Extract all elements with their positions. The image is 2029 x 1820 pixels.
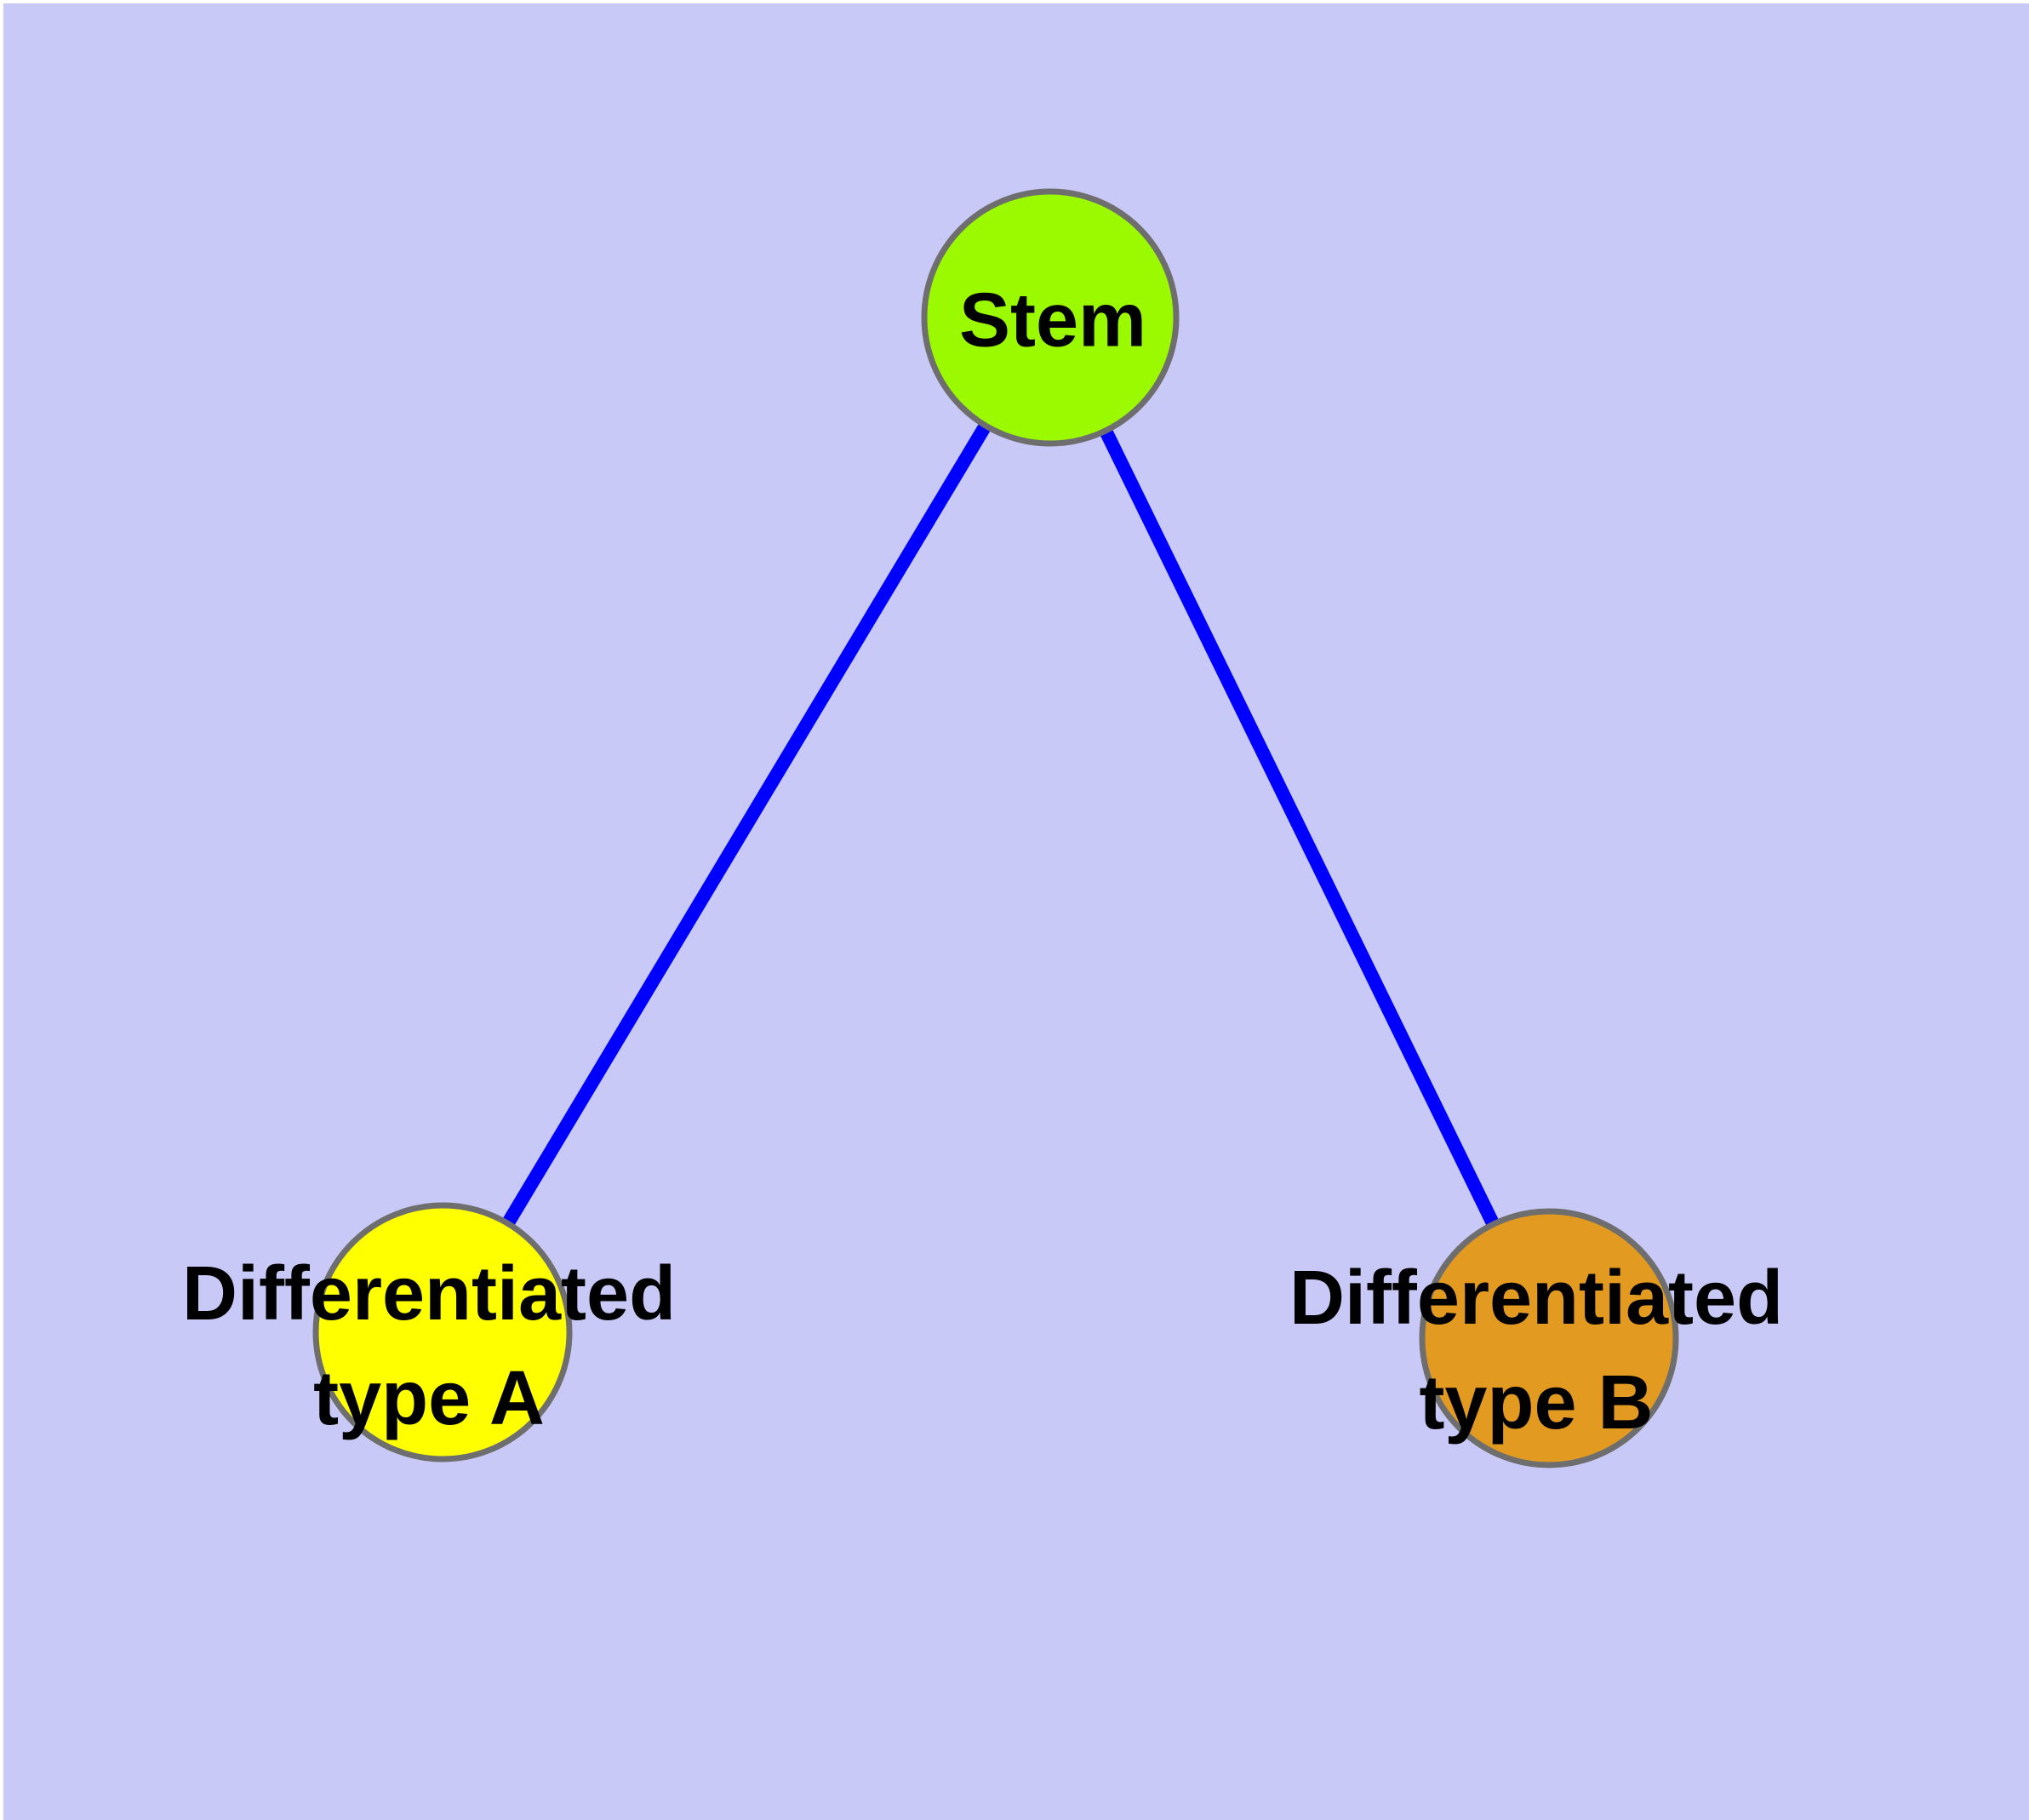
- edge-stem-to-type-a: [437, 313, 1056, 1336]
- node-type-b-label: Differentiated type B: [1289, 1246, 1783, 1456]
- node-type-a-label: Differentiated type A: [182, 1242, 676, 1451]
- node-type-a: [312, 1202, 573, 1462]
- node-stem-label: Stem: [958, 278, 1147, 363]
- node-type-b: [1419, 1208, 1679, 1468]
- edge-stem-to-type-b: [1043, 314, 1556, 1342]
- node-type-b-label-line1: Differentiated: [1289, 1256, 1784, 1341]
- node-stem: [921, 188, 1180, 447]
- node-type-a-label-line2: type A: [313, 1356, 545, 1441]
- node-type-b-label-line2: type B: [1419, 1360, 1654, 1445]
- node-type-a-label-line1: Differentiated: [181, 1251, 677, 1336]
